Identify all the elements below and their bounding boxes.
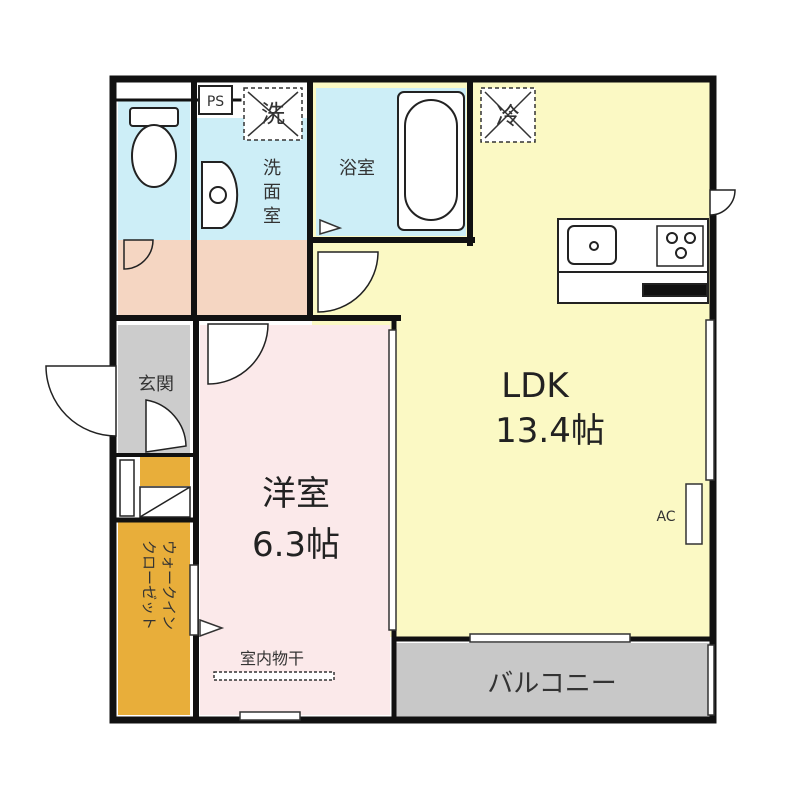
- storage-box: [140, 456, 190, 486]
- bath-label: 浴室: [339, 158, 375, 179]
- wash-basin-icon: [201, 161, 239, 229]
- balcony-label: バルコニー: [487, 669, 616, 699]
- doors: [45, 189, 736, 453]
- drying-label: 室内物干: [240, 649, 304, 668]
- ldk-west-panel: [388, 329, 397, 631]
- ldk-name: LDK: [501, 366, 570, 406]
- washroom-label-1: 洗: [263, 158, 281, 179]
- walkin-label-1: ウォークイン: [160, 540, 178, 630]
- western-closet-door: [189, 564, 199, 636]
- washer-label: 洗: [261, 100, 285, 128]
- ps-label: PS: [207, 94, 224, 110]
- ps-box: [198, 85, 233, 115]
- drying-rack: [213, 671, 335, 681]
- western-name: 洋室: [262, 474, 330, 514]
- washer-pan: 洗: [243, 87, 303, 141]
- toilet-icon: [129, 107, 179, 188]
- bathtub-icon: [397, 91, 465, 231]
- ldk-door: [317, 251, 379, 313]
- walkin-label-2: クローゼット: [140, 540, 158, 630]
- storage-shelf: [119, 459, 191, 518]
- right-window: [705, 319, 715, 481]
- washroom-label-3: 室: [263, 206, 281, 227]
- western-room: [200, 325, 390, 715]
- fridge-space: 冷: [480, 87, 536, 143]
- western-door: [207, 323, 269, 385]
- exterior-door-right: [709, 189, 736, 216]
- balcony-area: [395, 643, 710, 718]
- balcony-window: [469, 633, 631, 643]
- stove-icon: [656, 225, 704, 267]
- walkin-closet: [118, 522, 190, 715]
- bottom-window: [239, 711, 301, 721]
- hallway: [118, 240, 310, 315]
- ac-unit: [685, 483, 703, 545]
- closet-door: [145, 399, 187, 453]
- entrance-label: 玄関: [138, 374, 174, 395]
- kitchen-counter: [557, 218, 709, 304]
- western-size: 6.3帖: [252, 525, 340, 565]
- ldk-size: 13.4帖: [495, 411, 605, 451]
- ac-label: AC: [656, 509, 675, 525]
- fridge-label: 冷: [496, 102, 520, 130]
- windows: [189, 218, 715, 721]
- front-door: [45, 365, 117, 437]
- washroom-label-2: 面: [263, 182, 281, 203]
- balcony-side-rail: [707, 644, 715, 716]
- toilet-door: [123, 239, 154, 270]
